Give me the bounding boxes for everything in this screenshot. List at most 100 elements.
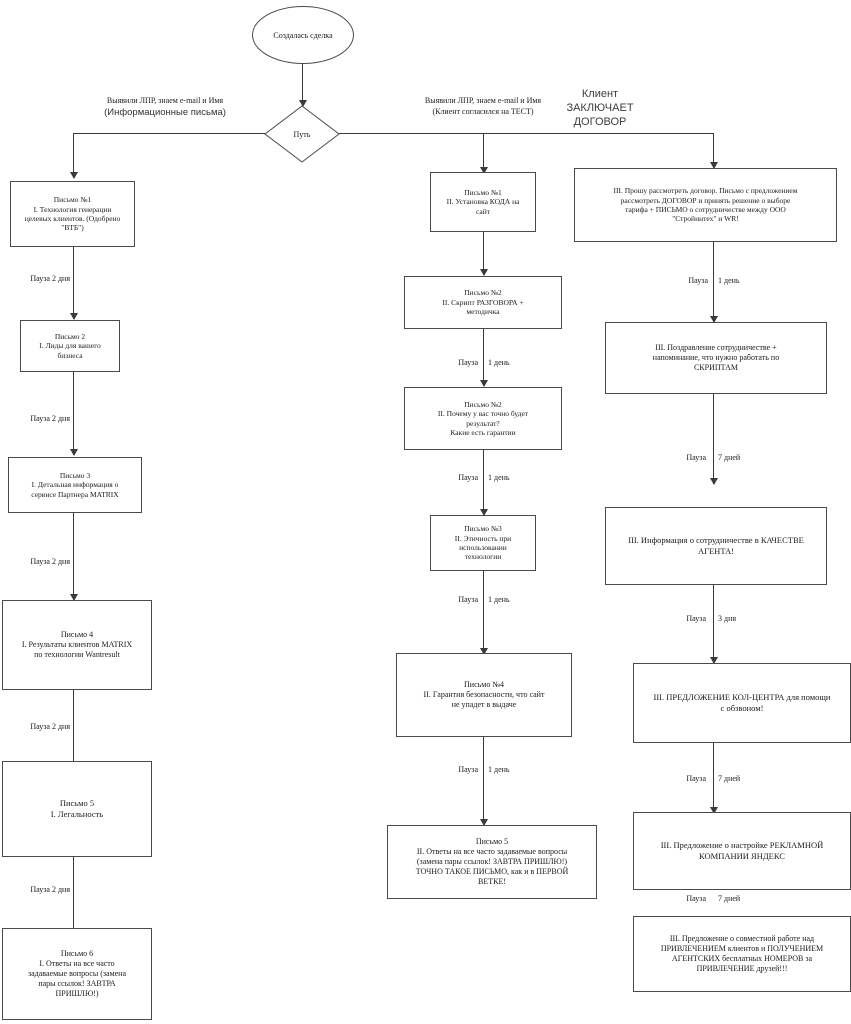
node-line: I. Ответы на все часто	[39, 959, 115, 968]
node-branch1-letter-1[interactable]: Письмо №1 I. Технология генерации целевы…	[10, 181, 135, 247]
node-branch2-letter-3[interactable]: Письмо №2 II. Почему у вас точно будет р…	[404, 387, 562, 450]
node-branch1-letter-4[interactable]: Письмо 4 I. Результаты клиентов MATRIX п…	[2, 600, 152, 690]
node-branch1-letter-3[interactable]: Письмо 3 I. Детальная информация о серви…	[8, 457, 142, 513]
node-branch3-letter-6[interactable]: III. Предложение о совместной работе над…	[633, 916, 851, 992]
node-line: Письмо №4	[464, 680, 504, 689]
connector-branch-middle-vertical	[483, 133, 484, 173]
node-line: напоминание, что нужно работать по	[652, 353, 780, 362]
node-line: не упадет в выдаче	[451, 700, 517, 709]
node-line: Письмо 3	[59, 470, 91, 480]
branch-label-middle: Выявили ЛПР, знаем e-mail и Имя (Клиент …	[358, 96, 608, 118]
pause-label-branch1-4: Пауза 2 дня	[0, 722, 70, 732]
arrowhead-branch2-5-6	[480, 819, 488, 826]
connector-branch1-3-4	[73, 513, 74, 600]
node-line: Письмо 4	[60, 630, 94, 639]
branch-label-right: Клиент ЗАКЛЮЧАЕТ ДОГОВОР	[545, 88, 655, 129]
node-line: целевых клиентов. (Одобрено	[24, 214, 121, 223]
arrowhead-branch-left	[70, 172, 78, 179]
branch-label-right-line1: Клиент	[581, 88, 619, 100]
pause-label-branch3-1-word: Пауза	[640, 276, 708, 286]
node-line: задаваемые вопросы (замена	[27, 969, 127, 978]
pause-value: 7 дней	[718, 774, 741, 783]
node-branch2-letter-6[interactable]: Письмо 5 II. Ответы на все часто задавае…	[387, 825, 597, 899]
node-line: Какие есть гарантии	[450, 427, 516, 437]
pause-label-branch1-3: Пауза 2 дня	[0, 557, 70, 567]
node-branch3-letter-1[interactable]: III. Прошу рассмотреть договор. Письмо с…	[574, 168, 837, 242]
node-branch2-letter-5[interactable]: Письмо №4 II. Гарантия безопасности, что…	[396, 653, 572, 737]
pause-value: 1 день	[488, 765, 510, 774]
arrowhead-branch2-3-4	[480, 509, 488, 516]
arrowhead-branch3-4-5	[710, 807, 718, 814]
node-line: III. Поздравление сотрудничестве +	[655, 343, 777, 352]
branch-label-left-line1: Выявили ЛПР, знаем e-mail и Имя	[106, 96, 224, 105]
node-branch1-letter-5[interactable]: Письмо 5 I. Легальность	[2, 761, 152, 857]
node-branch3-letter-4[interactable]: III. ПРЕДЛОЖЕНИЕ КОЛ-ЦЕНТРА для помощи с…	[633, 663, 851, 743]
node-line: I. Лиды для вашего	[39, 341, 101, 351]
node-line: Письмо №2	[464, 288, 502, 298]
pause-label-branch3-3-word: Пауза	[638, 614, 706, 624]
connector-branch2-5-6	[483, 737, 484, 825]
pause-word: Пауза	[686, 894, 706, 903]
decision-node-path[interactable]: Путь	[264, 105, 340, 163]
start-node-label: Создалась сделка	[273, 30, 333, 40]
arrowhead-start-to-decision	[299, 100, 307, 107]
node-branch3-letter-5[interactable]: III. Предложение о настройке РЕКЛАМНОЙ К…	[633, 812, 851, 890]
node-line: СКРИПТАМ	[693, 363, 739, 372]
node-line: методичка	[466, 307, 500, 317]
pause-word: Пауза	[688, 276, 708, 285]
node-branch3-letter-2[interactable]: III. Поздравление сотрудничестве + напом…	[605, 322, 827, 394]
node-line: III. Прошу рассмотреть договор. Письмо с…	[613, 186, 798, 196]
connector-branch3-3-4	[713, 585, 714, 663]
pause-value: 7 дней	[718, 453, 741, 462]
node-line: Письмо 6	[60, 949, 94, 958]
node-branch3-letter-3[interactable]: III. Информация о сотрудничестве в КАЧЕС…	[605, 507, 827, 585]
node-branch2-letter-1[interactable]: Письмо №1 II. Установка КОДА на сайт	[430, 172, 536, 232]
node-line: ВЕТКЕ!	[478, 877, 506, 886]
pause-word: Пауза	[30, 885, 50, 894]
branch-label-right-line2: ЗАКЛЮЧАЕТ	[566, 101, 634, 114]
node-line: Письмо 5	[59, 798, 95, 809]
node-line: II. Ответы на все часто задаваемые вопро…	[416, 847, 568, 856]
pause-value: 2 дня	[51, 414, 70, 423]
node-line: ПРИВЛЕЧЕНИЕ друзей!!!	[696, 964, 788, 973]
pause-label-branch3-2-word: Пауза	[638, 453, 706, 463]
node-branch2-letter-2[interactable]: Письмо №2 II. Скрипт РАЗГОВОРА + методич…	[404, 276, 562, 329]
pause-label-branch3-3-value: 3 дня	[718, 614, 786, 624]
pause-word: Пауза	[686, 614, 706, 623]
node-branch2-letter-4[interactable]: Письмо №3 II. Этичность при использовани…	[430, 515, 536, 571]
pause-label-branch3-1-value: 1 день	[718, 276, 786, 286]
node-line: сервисе Партнера MATRIX	[31, 489, 119, 499]
node-line: I. Результаты клиентов MATRIX	[21, 640, 133, 649]
node-line: с обзвоном!	[720, 703, 764, 713]
pause-label-branch2-1-word: Пауза	[410, 358, 478, 368]
pause-label-branch3-4-word: Пауза	[638, 774, 706, 784]
node-branch1-letter-2[interactable]: Письмо 2 I. Лиды для вашего бизнеса	[20, 320, 120, 372]
node-line: I. Легальность	[50, 809, 104, 819]
pause-label-branch1-5: Пауза 2 дня	[0, 885, 70, 895]
node-line: I. Технология генерации	[33, 204, 112, 214]
node-line: II. Этичность при	[454, 533, 512, 543]
connector-branch-right-horizontal	[339, 133, 714, 134]
node-line: "ВТБ")	[61, 223, 84, 233]
connector-branch2-2-3	[483, 329, 484, 386]
arrowhead-branch-right	[710, 162, 718, 169]
node-branch1-letter-6[interactable]: Письмо 6 I. Ответы на все часто задаваем…	[2, 928, 152, 1020]
start-node-deal-created[interactable]: Создалась сделка	[252, 6, 354, 64]
pause-word: Пауза	[458, 358, 478, 367]
node-line: сайт	[475, 206, 491, 216]
pause-label-branch1-1: Пауза 2 дня	[0, 274, 70, 284]
branch-label-middle-line1: Выявили ЛПР, знаем e-mail и Имя	[424, 96, 542, 105]
pause-label-branch2-1-value: 1 день	[488, 358, 556, 368]
arrowhead-branch3-2-3	[710, 478, 718, 485]
pause-value: 1 день	[488, 358, 510, 367]
pause-label-branch2-2-value: 1 день	[488, 473, 556, 483]
arrowhead-branch-middle	[480, 167, 488, 174]
arrowhead-branch1-3-4	[70, 594, 78, 601]
pause-word: Пауза	[458, 473, 478, 482]
node-line: АГЕНТСКИХ бесплатных НОМЕРОВ за	[671, 954, 813, 963]
pause-value: 2 дня	[51, 722, 70, 731]
connector-branch-left-horizontal	[73, 133, 265, 134]
pause-label-branch2-4-value: 1 день	[488, 765, 556, 775]
connector-branch2-1-2	[483, 232, 484, 275]
